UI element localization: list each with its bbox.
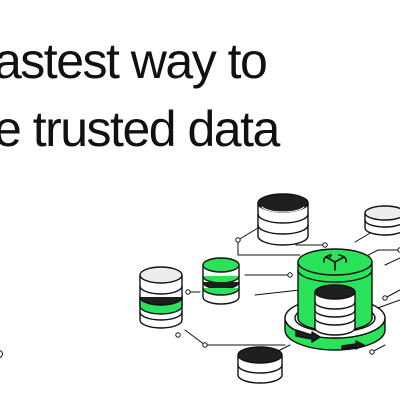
- database-icon: [364, 205, 400, 236]
- data-hub-icon: [322, 254, 348, 271]
- database-icon: [202, 257, 240, 305]
- database-icon: [139, 266, 183, 329]
- database-icon: [257, 193, 309, 246]
- headline-line-2: e trusted data: [0, 101, 280, 157]
- cycle-arrow-icon: [295, 329, 365, 350]
- connector-lines: [184, 227, 400, 356]
- headline-line-1: astest way to: [0, 33, 268, 89]
- database-icon: [237, 346, 283, 384]
